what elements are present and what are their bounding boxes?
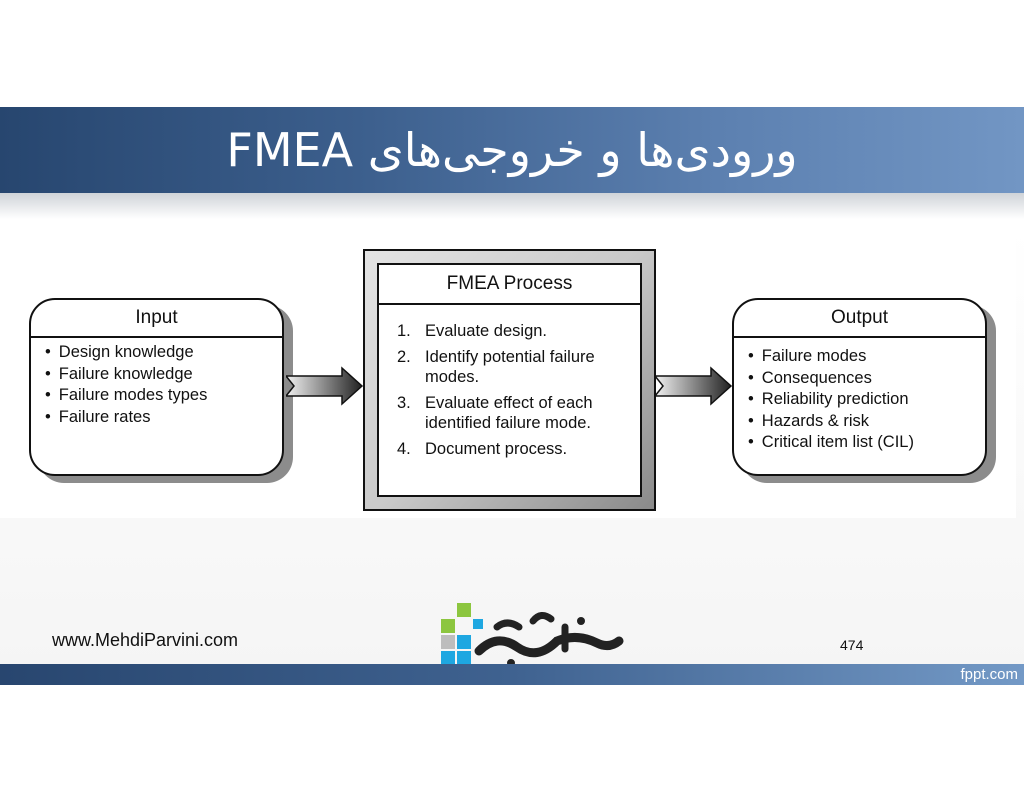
- bottom-bar: [0, 664, 1024, 685]
- process-step-number: 2.: [397, 348, 411, 366]
- input-item: Failure modes types: [45, 385, 208, 407]
- process-box-inner: FMEA Process 1. Evaluate design. 2. Iden…: [377, 263, 642, 497]
- process-step-text: Identify potential failure modes.: [425, 348, 595, 386]
- output-item: Hazards & risk: [748, 411, 914, 433]
- process-step: 2. Identify potential failure modes.: [397, 347, 635, 387]
- input-item: Design knowledge: [45, 342, 207, 364]
- brand-label: fppt.com: [960, 666, 1018, 683]
- process-list: 1. Evaluate design. 2. Identify potentia…: [397, 321, 635, 465]
- website-url[interactable]: www.MehdiParvini.com: [52, 630, 239, 650]
- input-header: Input: [31, 300, 282, 338]
- page-number: 474: [840, 637, 864, 653]
- output-item: Failure modes: [748, 346, 914, 368]
- process-box: FMEA Process 1. Evaluate design. 2. Iden…: [363, 249, 656, 511]
- process-step-text: Document process.: [425, 440, 568, 458]
- process-step-text: Evaluate design.: [425, 322, 548, 340]
- process-step-number: 4.: [397, 440, 411, 458]
- input-box: Input Design knowledge Failure knowledge…: [29, 298, 284, 476]
- mehdi-parvini-logo: [441, 603, 624, 667]
- process-header: FMEA Process: [379, 265, 640, 305]
- input-list: Design knowledge Failure knowledge Failu…: [45, 342, 208, 429]
- output-header: Output: [734, 300, 985, 338]
- process-step: 4. Document process.: [397, 439, 635, 459]
- input-item: Failure knowledge: [45, 364, 207, 386]
- title-band-shadow: [0, 193, 1024, 219]
- process-step-text: Evaluate effect of each identified failu…: [425, 394, 593, 432]
- output-list: Failure modes Consequences Reliability p…: [748, 346, 914, 454]
- arrow-input-to-process: [286, 366, 364, 406]
- output-box: Output Failure modes Consequences Reliab…: [732, 298, 987, 476]
- title-band: [0, 107, 1024, 193]
- process-step-number: 1.: [397, 322, 411, 340]
- process-step: 3. Evaluate effect of each identified fa…: [397, 393, 635, 433]
- output-item: Reliability prediction: [748, 389, 914, 411]
- arrow-process-to-output: [655, 366, 733, 406]
- process-step-number: 3.: [397, 394, 411, 412]
- slide-title: FMEA ورودی‌ها و خروجی‌های: [226, 123, 798, 177]
- output-item: Consequences: [748, 368, 914, 390]
- process-step: 1. Evaluate design.: [397, 321, 635, 341]
- input-item: Failure rates: [45, 407, 207, 429]
- output-item: Critical item list (CIL): [748, 432, 914, 454]
